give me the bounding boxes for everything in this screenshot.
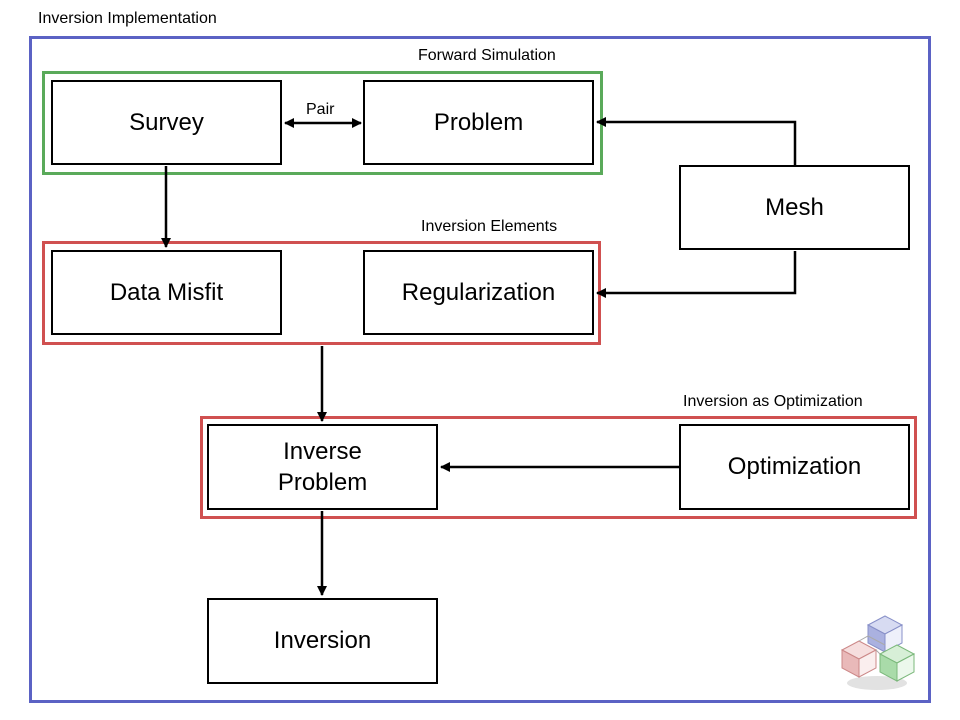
data-misfit-node[interactable]: Data Misfit: [51, 250, 282, 335]
mesh-node[interactable]: Mesh: [679, 165, 910, 250]
mesh-to-regularization-arrow: [596, 251, 797, 298]
optimization-node[interactable]: Optimization: [679, 424, 910, 510]
inverse-problem-node[interactable]: Inverse Problem: [207, 424, 438, 510]
cube-logo-icon: [840, 615, 916, 690]
pair-label: Pair: [306, 101, 335, 118]
inversion-as-optimization-label: Inversion as Optimization: [683, 393, 863, 410]
outer-label: Inversion Implementation: [38, 10, 217, 27]
inversion-node[interactable]: Inversion: [207, 598, 438, 684]
forward-simulation-label: Forward Simulation: [418, 47, 556, 64]
outer-frame: [29, 36, 931, 703]
inversion-as-optimization-group: [200, 416, 917, 519]
regularization-node[interactable]: Regularization: [363, 250, 594, 335]
problem-node[interactable]: Problem: [363, 80, 594, 165]
survey-node[interactable]: Survey: [51, 80, 282, 165]
mesh-to-problem-arrow: [596, 117, 797, 165]
inversion-elements-label: Inversion Elements: [421, 218, 558, 235]
